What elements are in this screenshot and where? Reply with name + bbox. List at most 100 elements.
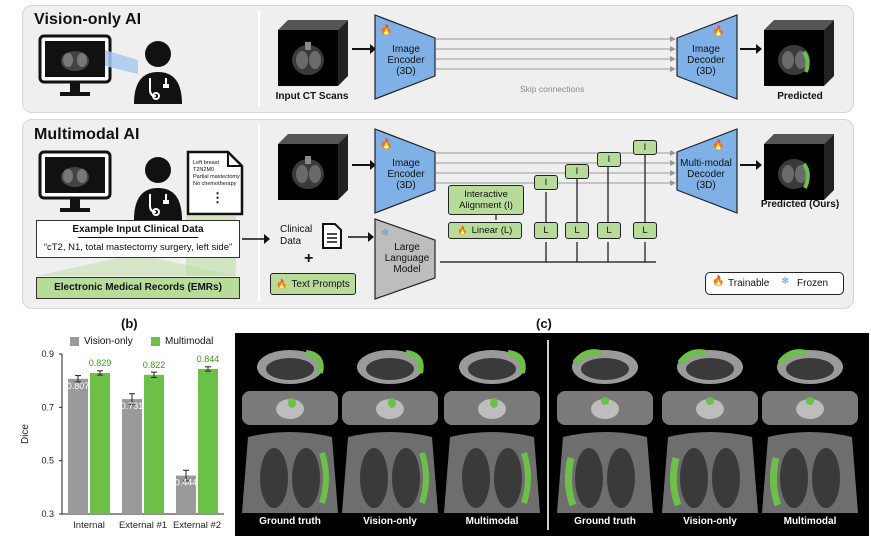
panel-b-letter: (b) bbox=[121, 316, 138, 331]
bar-vision-only bbox=[122, 399, 142, 514]
segmentation-mask bbox=[419, 452, 429, 504]
col-label-multimodal: Multimodal bbox=[783, 516, 837, 527]
linear-box: 🔥Linear (L) bbox=[448, 222, 522, 239]
image-encoder-block bbox=[374, 128, 436, 214]
x-tick-label: External #1 bbox=[119, 520, 167, 531]
left-lung bbox=[680, 448, 708, 508]
left-lung bbox=[260, 448, 288, 508]
y-tick-label: 0.3 bbox=[41, 509, 54, 519]
y-tick-label: 0.7 bbox=[41, 402, 54, 412]
l-box: L bbox=[633, 222, 657, 239]
record-note: Left breast T2N2M0 Partial mastectomy No… bbox=[193, 160, 240, 187]
right-lung bbox=[292, 448, 320, 508]
data-label: 0.807 bbox=[67, 381, 90, 391]
col-label-ground-truth: Ground truth bbox=[574, 516, 636, 527]
text-prompts-box: 🔥Text Prompts bbox=[270, 273, 356, 295]
vision-only-title: Vision-only AI bbox=[34, 11, 142, 28]
legend-box bbox=[705, 272, 844, 295]
segmentation-mask bbox=[572, 349, 602, 365]
arrow-icon bbox=[352, 44, 376, 54]
segmentation-mask bbox=[777, 349, 807, 365]
left-lung bbox=[462, 448, 490, 508]
emr-box bbox=[36, 277, 240, 299]
l-box: L bbox=[565, 222, 589, 239]
right-lung bbox=[494, 448, 522, 508]
arrow-icon bbox=[740, 160, 762, 170]
bar-multimodal bbox=[144, 374, 164, 514]
vertebra bbox=[796, 399, 824, 419]
segmentation-mask bbox=[388, 398, 396, 408]
lung-region bbox=[266, 358, 314, 380]
x-tick-label: Internal bbox=[73, 520, 105, 531]
col-label-multimodal: Multimodal bbox=[465, 516, 519, 527]
arrow-icon bbox=[242, 234, 270, 244]
input-ct-volume-icon bbox=[278, 20, 348, 86]
flame-icon: 🔥 bbox=[380, 139, 393, 150]
data-label: 0.731 bbox=[121, 401, 144, 411]
lung-region bbox=[581, 358, 629, 380]
left-lung bbox=[780, 448, 808, 508]
right-lung bbox=[392, 448, 420, 508]
flame-icon: 🔥 bbox=[712, 140, 725, 151]
predicted-ours-label: Predicted (Ours) bbox=[760, 199, 840, 210]
snowflake-icon: ❄ bbox=[381, 228, 390, 239]
predicted-volume-icon bbox=[764, 134, 834, 200]
panel-c-divider bbox=[547, 340, 549, 530]
col-label-ground-truth: Ground truth bbox=[259, 516, 321, 527]
segmentation-mask bbox=[601, 397, 609, 405]
multimodal-decoder-block bbox=[676, 128, 738, 214]
image-decoder-block bbox=[676, 14, 738, 100]
llm-block bbox=[374, 218, 436, 300]
segmentation-mask bbox=[490, 398, 498, 408]
segmentation-mask bbox=[521, 452, 531, 504]
skip-connections-label: Skip connections bbox=[520, 84, 585, 94]
y-tick-label: 0.9 bbox=[41, 350, 54, 359]
bar-vision-only bbox=[176, 475, 196, 514]
segmentation-mask bbox=[677, 349, 707, 365]
l-box: L bbox=[534, 222, 558, 239]
ct-slice-grid bbox=[242, 349, 858, 513]
panel-c-letter: (c) bbox=[536, 316, 552, 331]
left-lung bbox=[360, 448, 388, 508]
input-ct-volume-icon bbox=[278, 134, 348, 200]
flame-icon: 🔥 bbox=[457, 226, 468, 235]
predicted-volume-icon bbox=[764, 20, 834, 86]
segmentation-mask bbox=[706, 397, 714, 405]
lung-region bbox=[366, 358, 414, 380]
emr-label: Electronic Medical Records (EMRs) bbox=[54, 282, 222, 293]
segmentation-mask bbox=[288, 398, 296, 408]
legend-swatch-multimodal bbox=[151, 337, 160, 346]
legend-swatch-vision bbox=[70, 337, 79, 346]
right-lung bbox=[812, 448, 840, 508]
chart-legend-vision: Vision-only bbox=[70, 336, 133, 347]
lung-region bbox=[686, 358, 734, 380]
snowflake-icon: ❄ bbox=[781, 276, 790, 287]
bar-multimodal bbox=[198, 368, 218, 514]
segmentation-mask bbox=[669, 457, 682, 507]
segmentation-mask bbox=[806, 397, 814, 405]
i-box: I bbox=[565, 164, 589, 179]
alignment-connectors bbox=[440, 148, 656, 263]
right-lung bbox=[712, 448, 740, 508]
input-ct-label: Input CT Scans bbox=[275, 91, 349, 102]
lung-region bbox=[468, 358, 516, 380]
example-clinical-data-box bbox=[36, 220, 240, 258]
data-label: 0.844 bbox=[197, 354, 220, 364]
l-box: L bbox=[597, 222, 621, 239]
chart-legend-multimodal: Multimodal bbox=[151, 336, 213, 347]
bar-vision-only bbox=[68, 378, 88, 514]
arrow-icon bbox=[348, 232, 374, 242]
legend-frozen: Frozen bbox=[797, 278, 829, 289]
left-lung bbox=[575, 448, 603, 508]
multimodal-title: Multimodal AI bbox=[34, 126, 140, 143]
example-underline bbox=[78, 237, 198, 238]
vertebra bbox=[276, 399, 304, 419]
predicted-label: Predicted bbox=[777, 91, 823, 102]
radiologist-workstation-icon bbox=[38, 34, 182, 104]
segmentation-mask bbox=[507, 350, 526, 374]
